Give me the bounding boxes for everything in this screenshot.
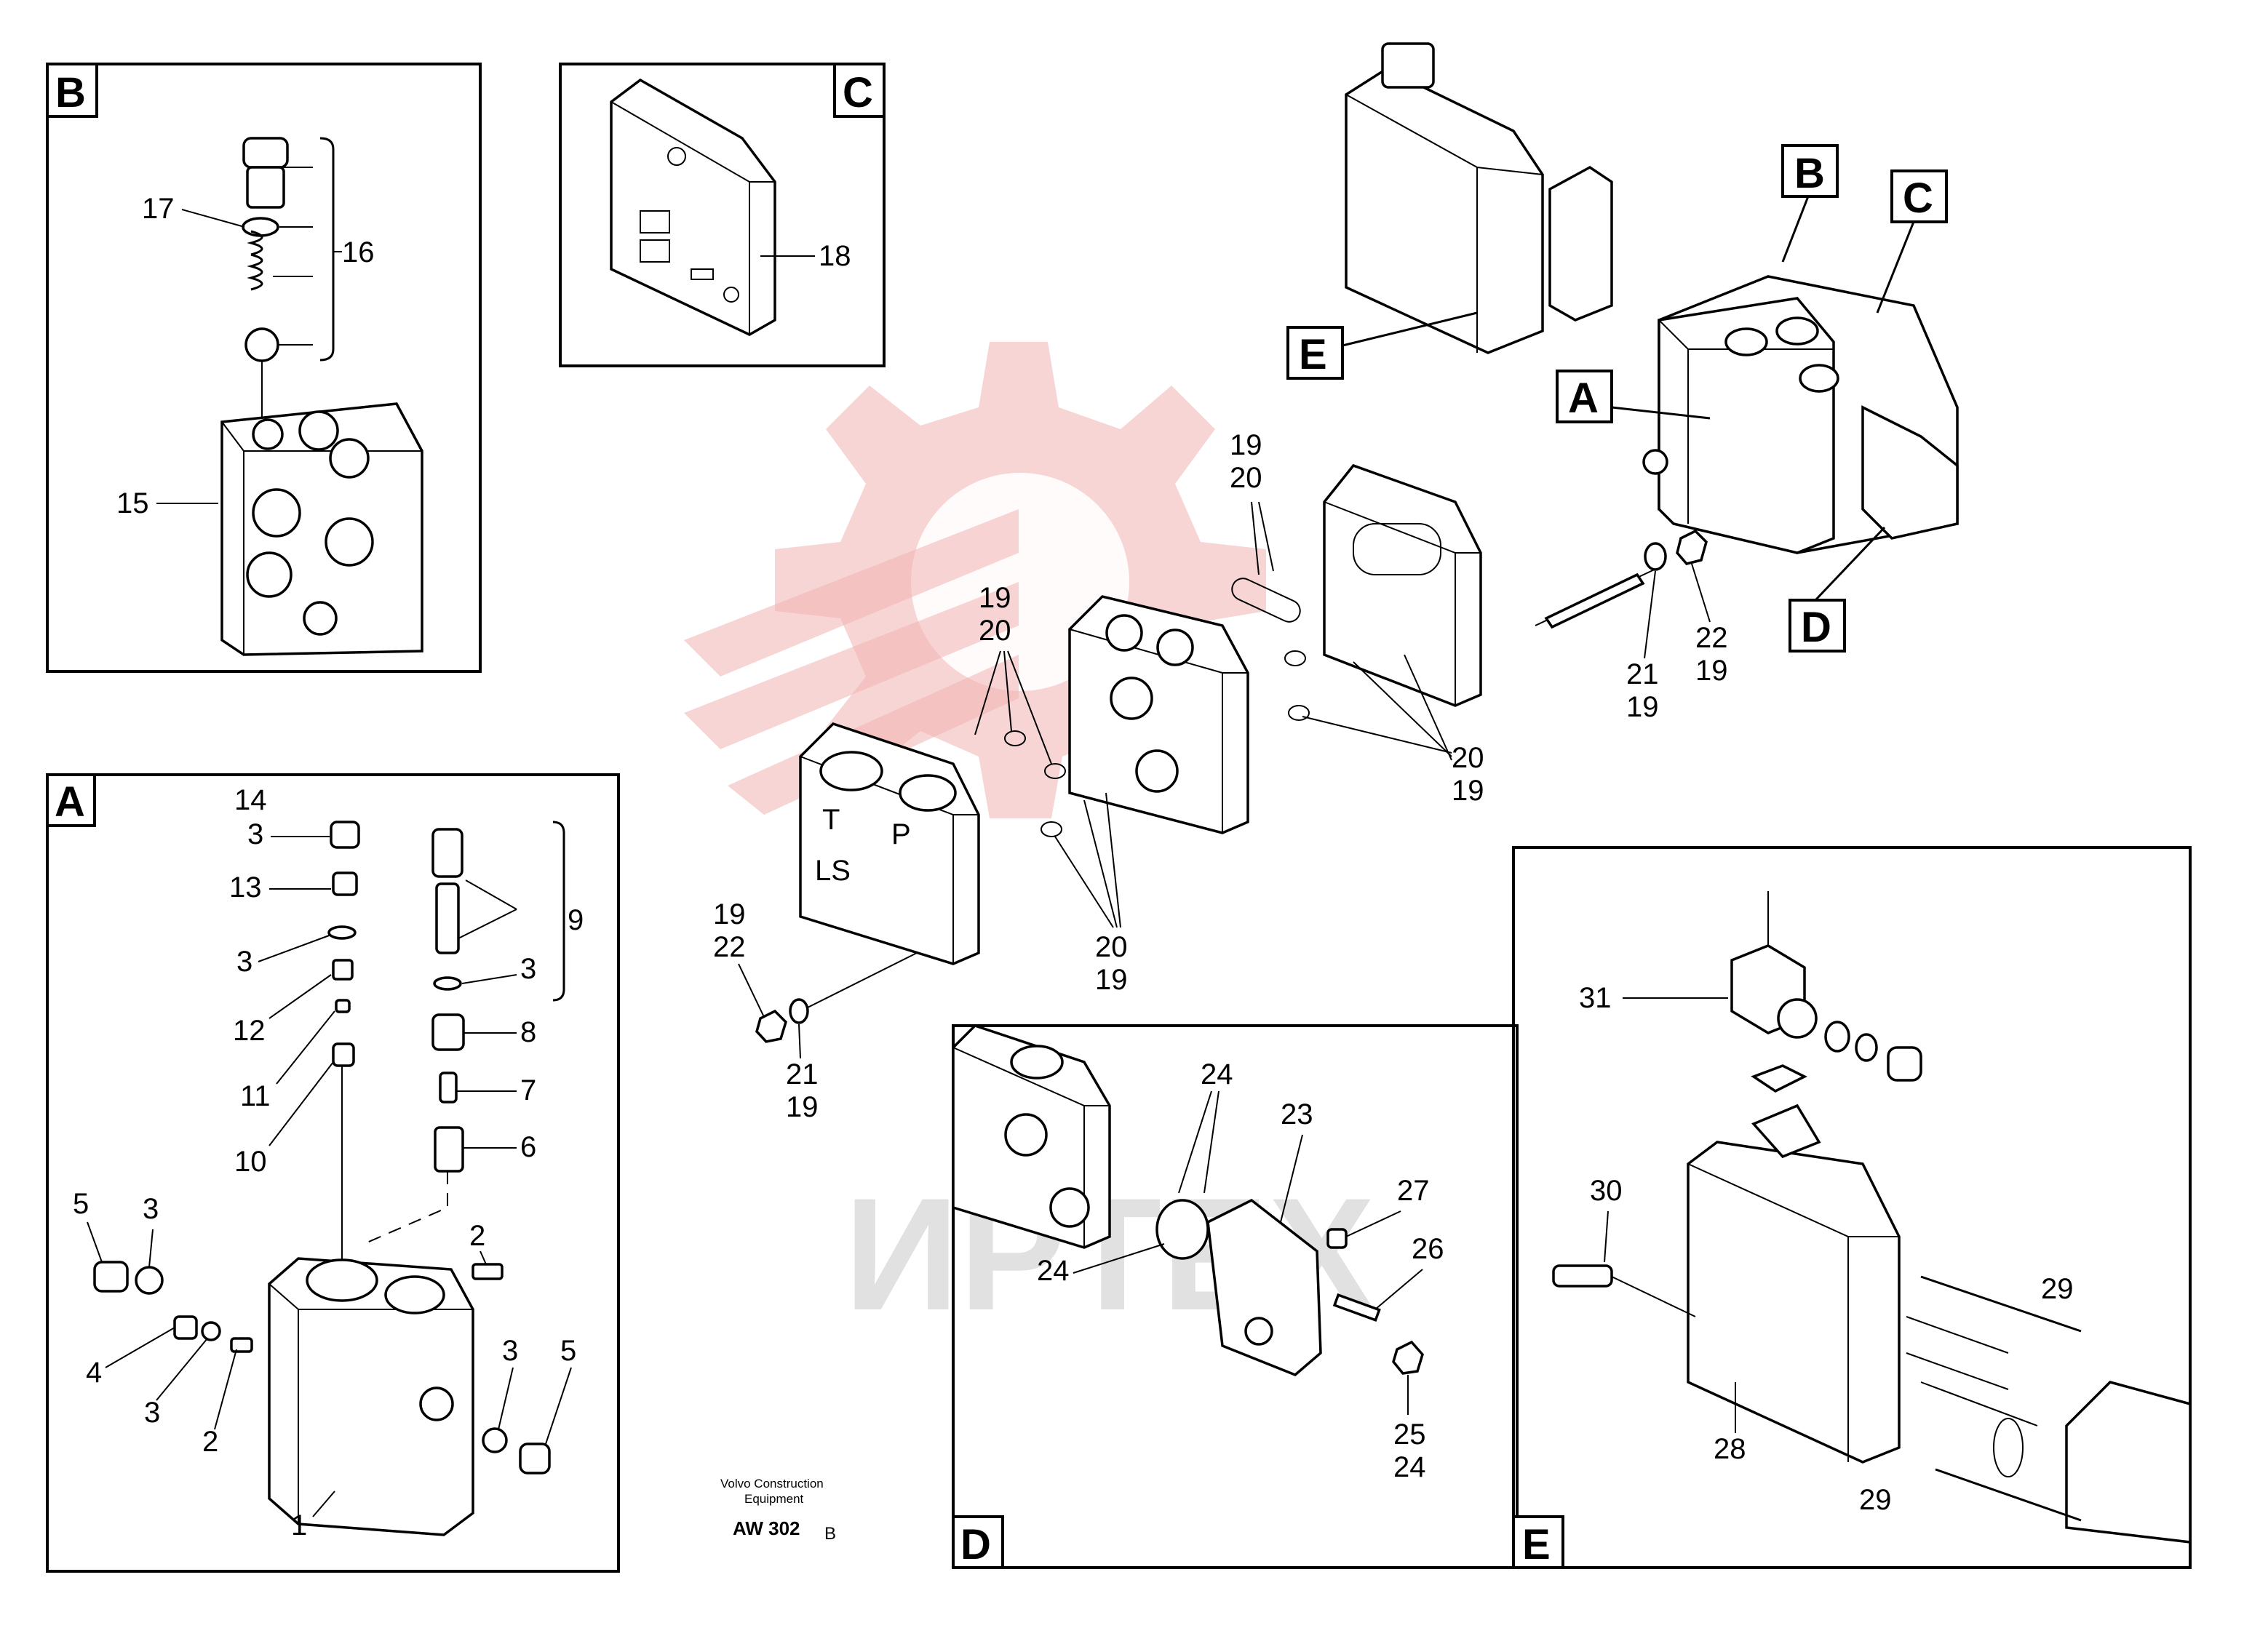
- panel-d: D 24 23 27 26 24 25 24: [952, 1023, 1519, 1569]
- panel-b-tag: B: [55, 69, 86, 116]
- callout-27: 27: [1397, 1175, 1430, 1207]
- publisher-line-2: Equipment: [744, 1492, 804, 1506]
- callout-1: 1: [291, 1509, 307, 1541]
- assembly-tag-d: D: [1801, 604, 1831, 651]
- callout-3c: 3: [520, 953, 536, 985]
- panel-d-tag: D: [960, 1521, 991, 1568]
- callout-3e: 3: [144, 1397, 160, 1429]
- assembly-tag-a: A: [1568, 375, 1599, 422]
- callout-19h: 19: [1695, 655, 1728, 687]
- body-mark-t: T: [822, 804, 840, 836]
- callout-13: 13: [229, 871, 262, 903]
- callout-3a: 3: [247, 818, 263, 850]
- callout-20d: 20: [1095, 931, 1128, 963]
- callout-7: 7: [520, 1074, 536, 1106]
- callout-26: 26: [1412, 1233, 1444, 1265]
- callout-9: 9: [568, 904, 584, 936]
- callout-3f: 3: [502, 1335, 518, 1367]
- callout-10: 10: [234, 1146, 267, 1178]
- callout-21b: 21: [1626, 658, 1659, 690]
- callout-20a: 20: [1230, 462, 1262, 494]
- callout-19c: 19: [1452, 775, 1484, 807]
- assembly-tag-b: B: [1794, 150, 1825, 197]
- callout-16: 16: [342, 236, 375, 268]
- callout-24a: 24: [1201, 1058, 1233, 1090]
- body-mark-ls: LS: [815, 855, 851, 887]
- callout-19g: 19: [1626, 691, 1659, 723]
- callout-11: 11: [240, 1080, 271, 1112]
- callout-19f: 19: [786, 1091, 819, 1123]
- panel-c: C 18: [559, 63, 886, 367]
- main-assembly: T P LS B C A D E 19 20 19 20 20 19: [713, 42, 1959, 1123]
- callout-25: 25: [1393, 1418, 1426, 1451]
- callout-14: 14: [234, 784, 267, 816]
- panel-e: E 31 30 29 28 29: [1512, 846, 2192, 1569]
- callout-31: 31: [1579, 982, 1612, 1014]
- panel-b: B 17 16 15: [46, 63, 482, 673]
- drawing-code: AW 302: [733, 1517, 800, 1539]
- panel-c-tag: C: [843, 69, 873, 116]
- callout-17: 17: [142, 193, 175, 225]
- callout-3b: 3: [236, 946, 252, 978]
- panel-e-tag: E: [1522, 1521, 1551, 1568]
- callout-5b: 5: [560, 1335, 576, 1367]
- assembly-tag-e: E: [1299, 331, 1327, 378]
- callout-24b: 24: [1037, 1255, 1070, 1287]
- callout-15: 15: [116, 487, 149, 519]
- callout-22a: 22: [713, 931, 746, 963]
- callout-19b: 19: [979, 582, 1011, 614]
- callout-24c: 24: [1393, 1451, 1426, 1483]
- callout-29b: 29: [1859, 1484, 1892, 1516]
- callout-18: 18: [819, 240, 851, 272]
- callout-23: 23: [1281, 1098, 1313, 1130]
- callout-22b: 22: [1695, 622, 1728, 654]
- callout-28: 28: [1714, 1433, 1746, 1465]
- body-mark-p: P: [891, 818, 911, 850]
- callout-19d: 19: [1095, 964, 1128, 996]
- assembly-tag-c: C: [1903, 175, 1933, 222]
- callout-19a: 19: [1230, 429, 1262, 461]
- footer: Volvo Construction Equipment AW 302 B: [720, 1477, 836, 1544]
- callout-8: 8: [520, 1016, 536, 1048]
- callout-4: 4: [86, 1357, 102, 1389]
- callout-20c: 20: [1452, 742, 1484, 774]
- publisher-line-1: Volvo Construction: [720, 1477, 824, 1491]
- callout-2a: 2: [202, 1426, 218, 1458]
- drawing-suffix: B: [824, 1524, 836, 1544]
- panel-a-tag: A: [55, 778, 85, 826]
- callout-19e: 19: [713, 898, 746, 930]
- callout-3d: 3: [143, 1193, 159, 1225]
- callout-6: 6: [520, 1131, 536, 1163]
- callout-12: 12: [233, 1015, 266, 1047]
- watermark-logo: ИРТЕХ: [684, 342, 1375, 1344]
- callout-2b: 2: [469, 1220, 485, 1252]
- callout-30: 30: [1590, 1175, 1623, 1207]
- callout-20b: 20: [979, 615, 1011, 647]
- callout-5a: 5: [73, 1188, 89, 1220]
- panel-a: A 14 3 13: [46, 773, 620, 1573]
- callout-29a: 29: [2041, 1273, 2074, 1305]
- callout-21a: 21: [786, 1058, 819, 1090]
